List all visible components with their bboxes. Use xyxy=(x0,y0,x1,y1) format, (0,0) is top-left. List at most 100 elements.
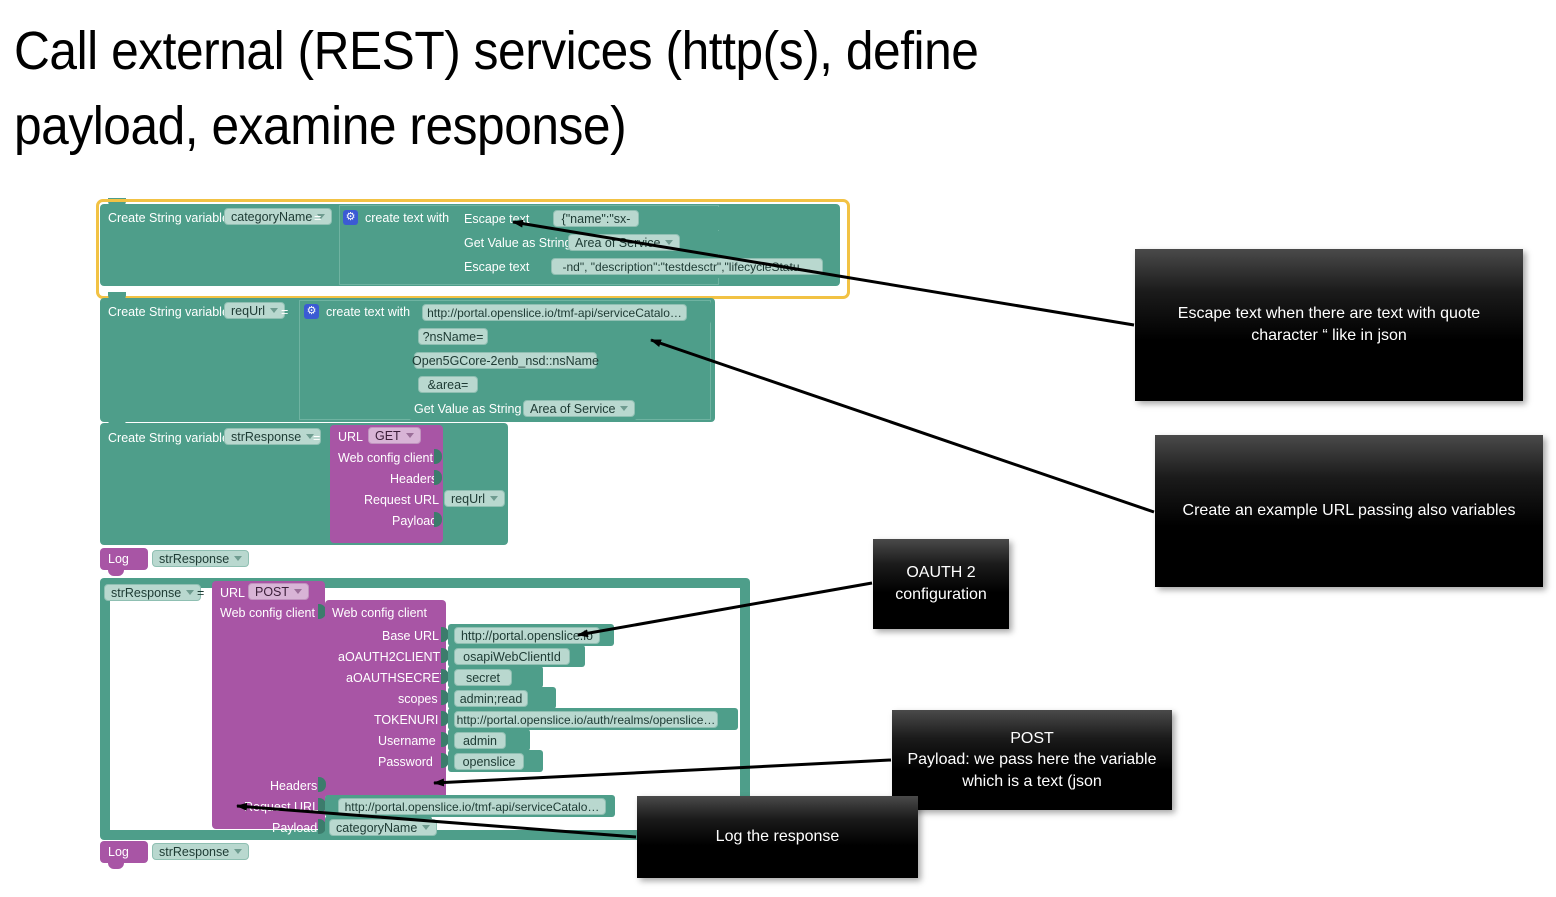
b5-variable-text: strResponse xyxy=(111,585,182,600)
b1-variable-dropdown[interactable]: categoryName xyxy=(224,208,333,225)
b6-value-text: strResponse xyxy=(159,844,230,859)
b1-row-1-label: Get Value as String xyxy=(464,236,572,250)
b2-row-2-value[interactable]: Open5GCore-2enb_nsd::nsName xyxy=(412,352,599,369)
b3-row-2-value[interactable]: reqUrl xyxy=(444,490,506,507)
b5-cfg-0-socket[interactable] xyxy=(441,627,449,642)
b1-label: Create String variable xyxy=(108,211,229,225)
b2-equals: = xyxy=(281,305,289,319)
b3-method-text: GET xyxy=(375,428,401,443)
b2-variable-text: reqUrl xyxy=(231,303,266,318)
chevron-down-icon xyxy=(665,240,674,245)
block-log-1-bottom-tab xyxy=(108,569,124,576)
b5-cfg-3-value[interactable]: admin;read xyxy=(454,690,528,707)
b3-url-block[interactable] xyxy=(330,425,443,543)
b5-row-0-label: Headers xyxy=(270,779,318,793)
b3-row-1-socket[interactable] xyxy=(434,470,442,485)
b4-value-text: strResponse xyxy=(159,551,230,566)
b1-mutator-label: create text with xyxy=(365,211,450,225)
chevron-down-icon xyxy=(294,589,303,594)
b5-url-post-block[interactable] xyxy=(212,581,325,829)
b5-cfg-1-value[interactable]: osapiWebClientId xyxy=(454,648,570,665)
b3-equals: = xyxy=(313,431,321,445)
chevron-down-icon xyxy=(306,434,315,439)
b4-value[interactable]: strResponse xyxy=(152,550,250,567)
b2-variable-dropdown[interactable]: reqUrl xyxy=(224,302,286,319)
b3-row-0-label: Web config client xyxy=(338,451,433,465)
b5-cfg-0-value[interactable]: http://portal.openslice.io xyxy=(454,627,600,644)
b3-row-3-label: Payload xyxy=(392,514,438,528)
b1-row-2-value[interactable]: -nd", "description":"testdesctr","lifecy… xyxy=(551,258,823,275)
b5-cfg-0-label: Base URL xyxy=(382,629,439,643)
b1-row-0-label: Escape text xyxy=(464,212,530,226)
chevron-down-icon xyxy=(317,214,326,219)
block-notch-top-2 xyxy=(108,292,126,301)
b5-cfg-6-value[interactable]: openslice xyxy=(454,753,524,770)
b3-variable-dropdown[interactable]: strResponse xyxy=(224,428,322,445)
b2-row-4-value-text: Area of Service xyxy=(530,401,616,416)
b5-cfg-1-label: aOAUTH2CLIENTID xyxy=(338,650,453,664)
b5-cfg-1-socket[interactable] xyxy=(441,648,449,663)
b5-method-text: POST xyxy=(255,584,290,599)
b6-value[interactable]: strResponse xyxy=(152,843,250,860)
b5-row-0-socket[interactable] xyxy=(318,777,326,792)
b5-cfg-4-value[interactable]: http://portal.openslice.io/auth/realms/o… xyxy=(454,711,718,728)
b1-row-2-label: Escape text xyxy=(464,260,530,274)
b1-equals: = xyxy=(314,211,322,225)
page-title: Call external (REST) services (http(s), … xyxy=(14,21,979,156)
b5-row-2-value[interactable]: categoryName xyxy=(329,819,438,836)
b5-cfg-2-value[interactable]: secret xyxy=(454,669,512,686)
b5-webconfig-outer-label: Web config client xyxy=(220,606,315,620)
b3-row-0-socket[interactable] xyxy=(434,449,442,464)
b5-webconfig-inner-label: Web config client xyxy=(332,606,427,620)
callout-escape-text: Escape text when there are text with quo… xyxy=(1135,249,1523,401)
b5-variable-dropdown[interactable]: strResponse xyxy=(104,584,202,601)
b5-webconfig-inner-block[interactable] xyxy=(325,600,446,800)
b1-row-0-value[interactable]: {"name":"sx- xyxy=(553,210,639,227)
chevron-down-icon xyxy=(270,308,279,313)
block-notch-top-3 xyxy=(108,417,126,426)
b3-method-dropdown[interactable]: GET xyxy=(368,427,421,444)
b5-cfg-3-socket[interactable] xyxy=(441,690,449,705)
chevron-down-icon xyxy=(186,590,195,595)
b5-equals: = xyxy=(197,586,205,600)
b5-cfg-5-socket[interactable] xyxy=(441,732,449,747)
b6-label: Log xyxy=(108,845,129,859)
b3-url-label: URL xyxy=(338,430,364,444)
b5-cfg-2-socket[interactable] xyxy=(441,669,449,684)
b5-url-label: URL xyxy=(220,586,246,600)
b1-row-1-value-text: Area of Service xyxy=(575,235,661,250)
chevron-down-icon xyxy=(405,433,414,438)
chevron-down-icon xyxy=(234,849,243,854)
b5-cfg-5-value[interactable]: admin xyxy=(454,732,506,749)
callout-oauth2: OAUTH 2 configuration xyxy=(873,539,1009,629)
b2-row-4-value[interactable]: Area of Service xyxy=(523,400,636,417)
blockly-workspace[interactable]: Create String variable categoryName = ⚙ … xyxy=(96,196,856,869)
b3-row-2-value-text: reqUrl xyxy=(451,491,486,506)
b3-variable-text: strResponse xyxy=(231,429,302,444)
chevron-down-icon xyxy=(620,406,629,411)
b2-row-3-value[interactable]: &area= xyxy=(418,376,478,393)
b5-webconfig-socket[interactable] xyxy=(318,604,326,619)
block-log-1[interactable] xyxy=(100,548,148,570)
block-log-2-bottom-tab xyxy=(108,862,124,869)
b5-row-1-value[interactable]: http://portal.openslice.io/tmf-api/servi… xyxy=(338,798,606,815)
b5-cfg-4-socket[interactable] xyxy=(441,711,449,726)
block-log-2[interactable] xyxy=(100,841,148,863)
callout-log-response: Log the response xyxy=(637,796,918,878)
b2-row-1-value[interactable]: ?nsName= xyxy=(418,328,488,345)
b3-row-3-socket[interactable] xyxy=(434,512,442,527)
b5-cfg-5-label: Username xyxy=(378,734,436,748)
chevron-down-icon xyxy=(234,556,243,561)
gear-icon[interactable]: ⚙ xyxy=(304,304,319,319)
b5-method-dropdown[interactable]: POST xyxy=(248,583,310,600)
b2-label: Create String variable xyxy=(108,305,229,319)
b2-row-0-value[interactable]: http://portal.openslice.io/tmf-api/servi… xyxy=(422,304,687,321)
callout-post-payload: POST Payload: we pass here the variable … xyxy=(892,710,1172,810)
b5-cfg-4-label: TOKENURI xyxy=(374,713,439,727)
block-notch-top-1 xyxy=(108,198,126,207)
gear-icon[interactable]: ⚙ xyxy=(343,210,358,225)
b2-row-4-label: Get Value as String xyxy=(414,402,522,416)
b3-row-1-label: Headers xyxy=(390,472,438,486)
b1-row-1-value[interactable]: Area of Service xyxy=(568,234,681,251)
b5-cfg-6-label: Password xyxy=(378,755,433,769)
